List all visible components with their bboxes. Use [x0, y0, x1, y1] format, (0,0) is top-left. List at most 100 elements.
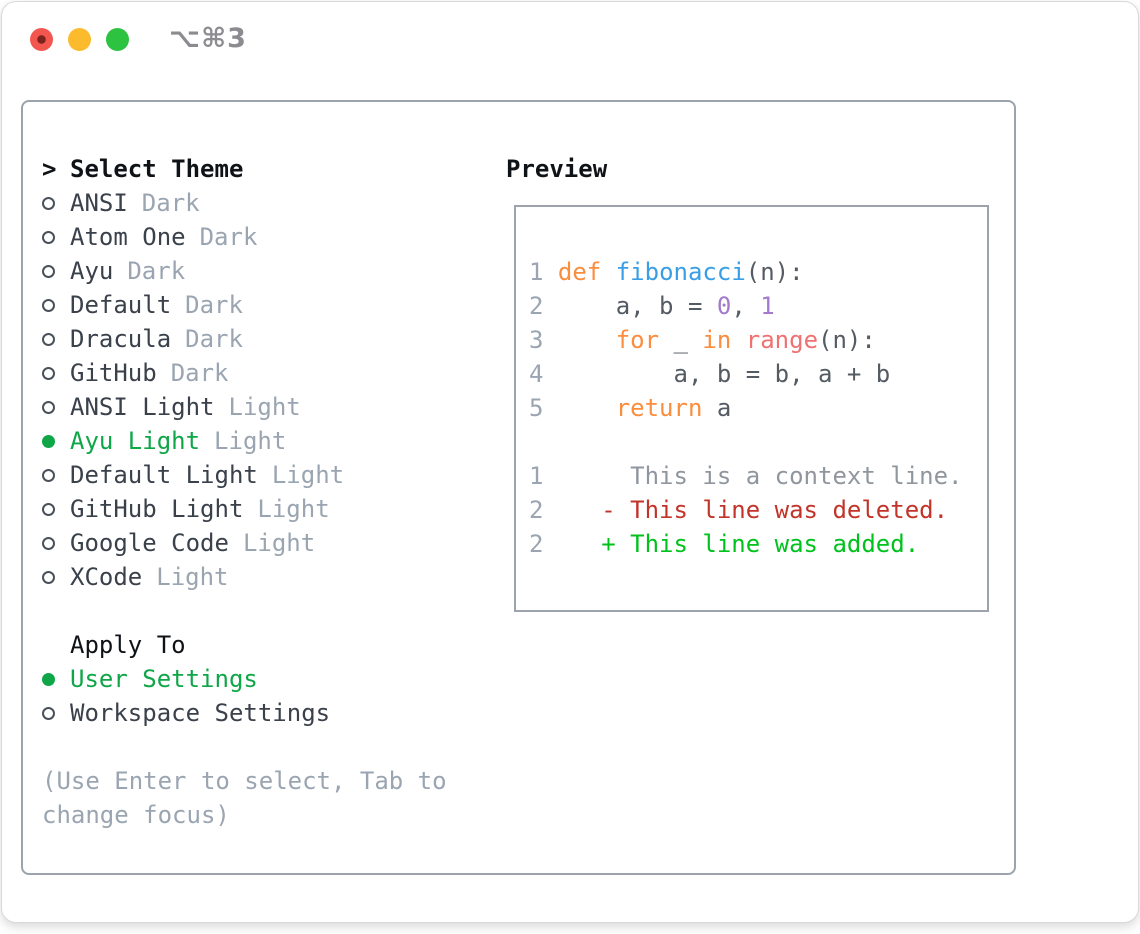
theme-variant-tag: Dark	[170, 359, 229, 387]
code-token: 0	[716, 292, 732, 320]
minimize-button[interactable]	[68, 28, 91, 51]
code-line: 3 for _ in range(n):	[529, 323, 987, 357]
code-token: This is a context line.	[557, 462, 963, 490]
theme-variant-tag: Light	[214, 427, 287, 455]
code-token: in	[702, 326, 732, 354]
spacer	[42, 730, 474, 764]
theme-variant-tag: Light	[271, 461, 345, 489]
theme-item-xcode[interactable]: XCode Light	[42, 560, 474, 594]
radio-icon	[42, 400, 55, 414]
theme-variant-tag: Dark	[185, 325, 243, 353]
apply-option-label: User Settings	[70, 665, 258, 693]
apply-to-title: Apply To	[70, 631, 186, 659]
preview-header: Preview	[506, 152, 1006, 186]
code-line: 2 a, b = 0, 1	[529, 289, 987, 323]
line-number: 3	[529, 326, 558, 354]
line-number: 2	[529, 292, 558, 320]
theme-variant-tag: Dark	[185, 291, 243, 319]
theme-name: ANSI	[70, 189, 128, 217]
theme-name: Default	[70, 291, 172, 319]
radio-icon	[42, 536, 55, 550]
code-token: a	[702, 394, 732, 422]
theme-name: Atom One	[70, 223, 186, 251]
theme-name: Default Light	[70, 461, 258, 489]
code-line: 5 return a	[529, 391, 987, 425]
code-token: a, b =	[557, 292, 717, 320]
radio-icon	[42, 502, 55, 516]
code-token	[558, 394, 616, 422]
radio-icon	[42, 366, 55, 380]
theme-variant-tag: Dark	[141, 189, 200, 217]
close-button[interactable]	[30, 28, 53, 51]
theme-variant-tag: Dark	[127, 257, 186, 285]
line-number: 1	[529, 462, 558, 490]
radio-icon	[42, 298, 55, 312]
preview-title: Preview	[506, 155, 608, 183]
radio-icon	[42, 264, 55, 278]
code-token	[601, 258, 615, 286]
code-token: return	[615, 394, 703, 422]
theme-name: Ayu Light	[70, 427, 201, 455]
theme-name: GitHub	[70, 359, 157, 387]
theme-name: Ayu	[70, 257, 114, 285]
line-number: 5	[529, 394, 558, 422]
radio-icon	[42, 230, 55, 244]
theme-item-ansi-light[interactable]: ANSI Light Light	[42, 390, 474, 424]
theme-name: XCode	[70, 563, 143, 591]
line-number: 2	[529, 530, 558, 558]
radio-selected-icon	[42, 434, 55, 448]
code-token: + This line was added.	[557, 530, 920, 558]
theme-variant-tag: Light	[257, 495, 330, 523]
code-line: 1 This is a context line.	[529, 459, 987, 493]
theme-item-dracula[interactable]: Dracula Dark	[42, 322, 474, 356]
code-line: 2 - This line was deleted.	[529, 493, 987, 527]
code-line: 2 + This line was added.	[529, 527, 987, 561]
code-token: - This line was deleted.	[557, 496, 949, 524]
radio-icon	[42, 570, 55, 584]
theme-name: ANSI Light	[70, 393, 215, 421]
theme-item-github[interactable]: GitHub Dark	[42, 356, 474, 390]
select-theme-header: > Select Theme	[42, 152, 474, 186]
code-token: 1	[760, 292, 775, 320]
radio-icon	[42, 468, 55, 482]
code-token	[731, 326, 745, 354]
code-line: 1 def fibonacci(n):	[529, 255, 987, 289]
line-number: 4	[529, 360, 558, 388]
radio-icon	[42, 332, 55, 346]
zoom-button[interactable]	[106, 28, 129, 51]
theme-item-default[interactable]: Default Dark	[42, 288, 474, 322]
theme-item-ayu[interactable]: Ayu Dark	[42, 254, 474, 288]
line-number: 2	[529, 496, 558, 524]
code-token: ,	[731, 292, 761, 320]
apply-option-workspace-settings[interactable]: Workspace Settings	[42, 696, 474, 730]
select-theme-title: Select Theme	[70, 155, 244, 183]
theme-item-ayu-light[interactable]: Ayu Light Light	[42, 424, 474, 458]
code-token	[558, 326, 616, 354]
spacer	[42, 594, 474, 628]
prompt-icon: >	[42, 155, 57, 183]
radio-icon	[42, 706, 55, 720]
apply-option-user-settings[interactable]: User Settings	[42, 662, 474, 696]
code-token: a, b = b, a + b	[557, 360, 891, 388]
code-token: def	[557, 258, 602, 286]
theme-name: Dracula	[70, 325, 172, 353]
code-token: _	[659, 326, 703, 354]
theme-variant-tag: Light	[228, 393, 301, 421]
line-number: 1	[529, 258, 558, 286]
code-token: (n):	[745, 258, 804, 286]
code-line: 4 a, b = b, a + b	[529, 357, 987, 391]
theme-item-default-light[interactable]: Default Light Light	[42, 458, 474, 492]
titlebar: ⌥⌘3	[2, 2, 1138, 77]
theme-item-ansi[interactable]: ANSI Dark	[42, 186, 474, 220]
preview-column: Preview 1 def fibonacci(n):2 a, b = 0, 1…	[506, 152, 1006, 612]
theme-variant-tag: Light	[156, 563, 229, 591]
